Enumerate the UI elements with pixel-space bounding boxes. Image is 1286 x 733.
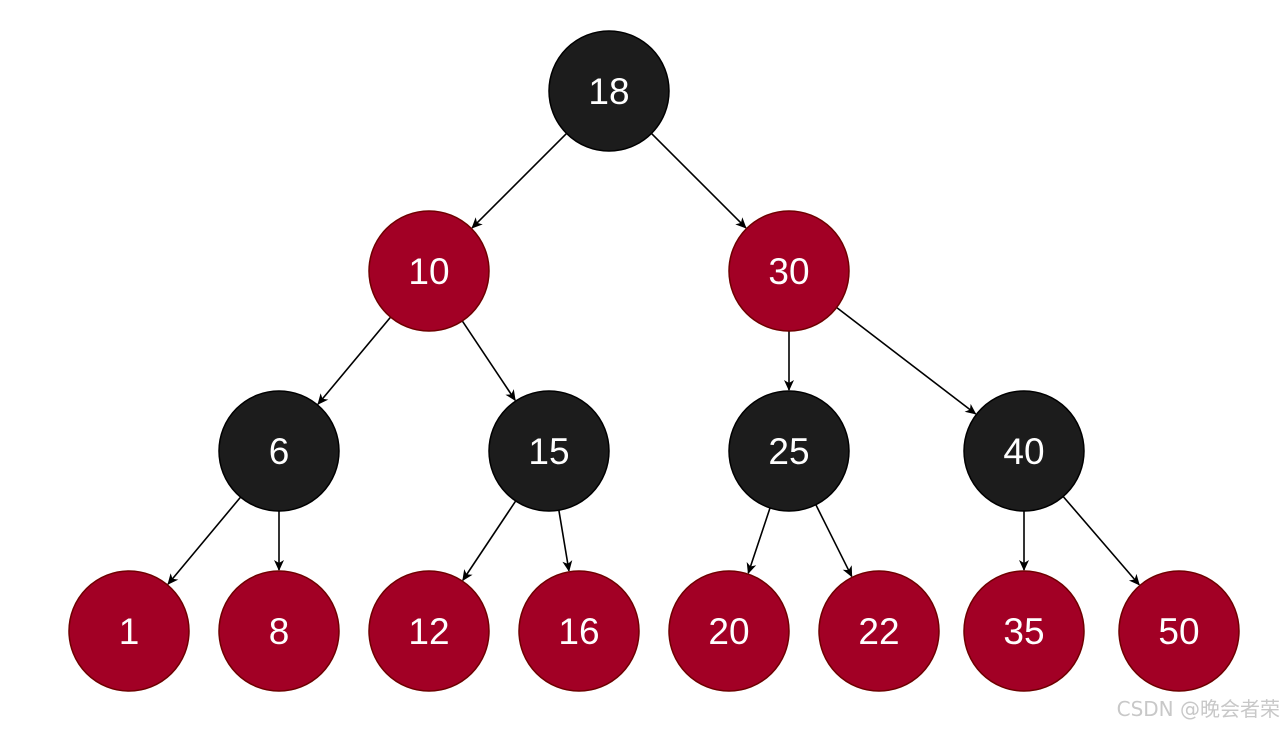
node-circle-red (68, 570, 190, 692)
node-label: 40 (1003, 431, 1044, 472)
node-circle-black (218, 390, 340, 512)
edge-arrow-10-to-6 (317, 316, 392, 405)
tree-node-50: 50 (1118, 570, 1240, 692)
node-label: 22 (858, 611, 899, 652)
node-circle-black (548, 30, 670, 152)
edge-arrow-10-to-15 (461, 320, 516, 402)
node-circle-red (368, 210, 490, 332)
edge-arrow-15-to-12 (462, 500, 517, 582)
node-label: 25 (768, 431, 809, 472)
tree-node-16: 16 (518, 570, 640, 692)
edge-arrow-25-to-20 (746, 507, 771, 575)
node-label: 1 (119, 611, 140, 652)
node-label: 10 (408, 251, 449, 292)
node-circle-red (218, 570, 340, 692)
tree-node-40: 40 (963, 390, 1085, 512)
tree-node-12: 12 (368, 570, 490, 692)
node-circle-red (728, 210, 850, 332)
node-label: 8 (269, 611, 290, 652)
node-label: 15 (528, 431, 569, 472)
node-circle-red (518, 570, 640, 692)
edge-arrow-15-to-16 (558, 510, 573, 572)
tree-node-18: 18 (548, 30, 670, 152)
edge-arrow-18-to-10 (471, 132, 568, 229)
edge-arrow-18-to-30 (650, 132, 747, 229)
node-label: 50 (1158, 611, 1199, 652)
edge-arrow-6-to-1 (167, 496, 242, 585)
tree-node-1: 1 (68, 570, 190, 692)
node-circle-red (818, 570, 940, 692)
tree-node-8: 8 (218, 570, 340, 692)
tree-node-25: 25 (728, 390, 850, 512)
tree-node-35: 35 (963, 570, 1085, 692)
tree-node-20: 20 (668, 570, 790, 692)
node-label: 6 (269, 431, 290, 472)
watermark-text: CSDN @晚会者荣 (1116, 697, 1280, 721)
node-label: 12 (408, 611, 449, 652)
edges-layer (167, 132, 1140, 586)
node-circle-black (728, 390, 850, 512)
tree-node-22: 22 (818, 570, 940, 692)
tree-node-15: 15 (488, 390, 610, 512)
edge-arrow-30-to-40 (836, 306, 977, 415)
node-label: 20 (708, 611, 749, 652)
node-circle-black (488, 390, 610, 512)
node-circle-red (668, 570, 790, 692)
tree-node-10: 10 (368, 210, 490, 332)
node-circle-red (963, 570, 1085, 692)
node-label: 35 (1003, 611, 1044, 652)
node-circle-red (1118, 570, 1240, 692)
tree-node-30: 30 (728, 210, 850, 332)
node-circle-red (368, 570, 490, 692)
node-label: 30 (768, 251, 809, 292)
node-label: 18 (588, 71, 629, 112)
edge-arrow-40-to-50 (1062, 495, 1140, 586)
node-label: 16 (558, 611, 599, 652)
tree-node-6: 6 (218, 390, 340, 512)
edge-arrow-25-to-22 (815, 504, 853, 578)
node-circle-black (963, 390, 1085, 512)
